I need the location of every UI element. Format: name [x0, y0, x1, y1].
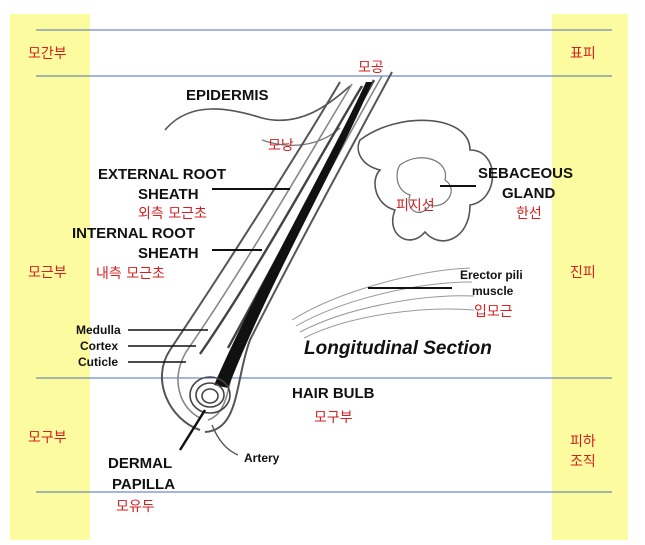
label-erector-pili-line1: Erector pili	[460, 268, 523, 282]
follicle-outer-wall-left	[160, 81, 341, 431]
label-ko-erector-pili: 입모근	[474, 304, 513, 320]
zone-right-epidermis: 표피	[570, 46, 596, 62]
bulb-middle	[195, 382, 225, 408]
muscle-fiber	[303, 308, 475, 339]
label-internal-root-sheath-line2: SHEATH	[138, 245, 199, 262]
label-ko-pore: 모공	[358, 60, 384, 76]
right-zone-band	[552, 14, 628, 540]
label-ko-hair-bulb: 모구부	[314, 410, 353, 426]
label-cortex: Cortex	[80, 339, 118, 353]
left-zone-band	[10, 14, 90, 540]
label-ko-external-root-sheath: 외측 모근초	[138, 206, 207, 222]
zone-right-dermis: 진피	[570, 265, 596, 281]
bulb-inner	[201, 388, 219, 404]
label-medulla: Medulla	[76, 323, 121, 337]
label-ko-sebaceous-duct: 피지선	[396, 198, 435, 214]
zone-left-shaft: 모간부	[28, 46, 67, 62]
internal-root-sheath-left	[199, 85, 364, 355]
sebaceous-gland-inner	[396, 157, 452, 213]
label-external-root-sheath-line1: EXTERNAL ROOT	[98, 166, 226, 183]
zone-left-root: 모근부	[28, 265, 67, 281]
label-epidermis: EPIDERMIS	[186, 87, 269, 104]
hair-shaft	[214, 82, 372, 388]
muscle-fiber	[291, 267, 471, 321]
skin-surface-line	[164, 85, 351, 131]
bulb-outer	[189, 376, 231, 414]
label-sebaceous-line1: SEBACEOUS	[478, 165, 573, 182]
zone-left-bulb: 모구부	[28, 430, 67, 446]
label-ko-internal-root-sheath: 내측 모근초	[96, 266, 165, 282]
label-erector-pili-line2: muscle	[472, 284, 514, 298]
label-ko-follicle: 모낭	[268, 138, 294, 154]
label-ko-sebaceous-gland: 한선	[516, 206, 542, 222]
leader-lines	[128, 185, 476, 363]
zone-dividers	[36, 29, 612, 493]
zone-left-papilla: 모유두	[116, 499, 155, 515]
zone-right-subcutis-line1: 피하	[570, 434, 596, 450]
zone-right-subcutis-line2: 조직	[570, 454, 596, 470]
erector-pili-muscle	[291, 267, 475, 339]
section-title: Longitudinal Section	[304, 338, 492, 359]
external-root-sheath-left	[177, 83, 353, 419]
muscle-fiber	[299, 295, 475, 333]
label-cuticle: Cuticle	[78, 355, 118, 369]
papilla-pointer	[178, 409, 207, 451]
sebaceous-gland-shape	[357, 119, 494, 242]
label-internal-root-sheath-line1: INTERNAL ROOT	[72, 225, 195, 242]
label-external-root-sheath-line2: SHEATH	[138, 186, 199, 203]
hair-bulb	[189, 376, 231, 414]
label-dermal-papilla-line2: PAPILLA	[112, 476, 175, 493]
artery-vessel	[211, 424, 239, 456]
label-dermal-papilla-line1: DERMAL	[108, 455, 172, 472]
muscle-fiber	[295, 281, 473, 327]
label-sebaceous-line2: GLAND	[502, 185, 555, 202]
follicle-outer-wall-right	[204, 71, 393, 433]
label-hair-bulb: HAIR BULB	[292, 385, 375, 402]
label-artery: Artery	[244, 451, 280, 465]
